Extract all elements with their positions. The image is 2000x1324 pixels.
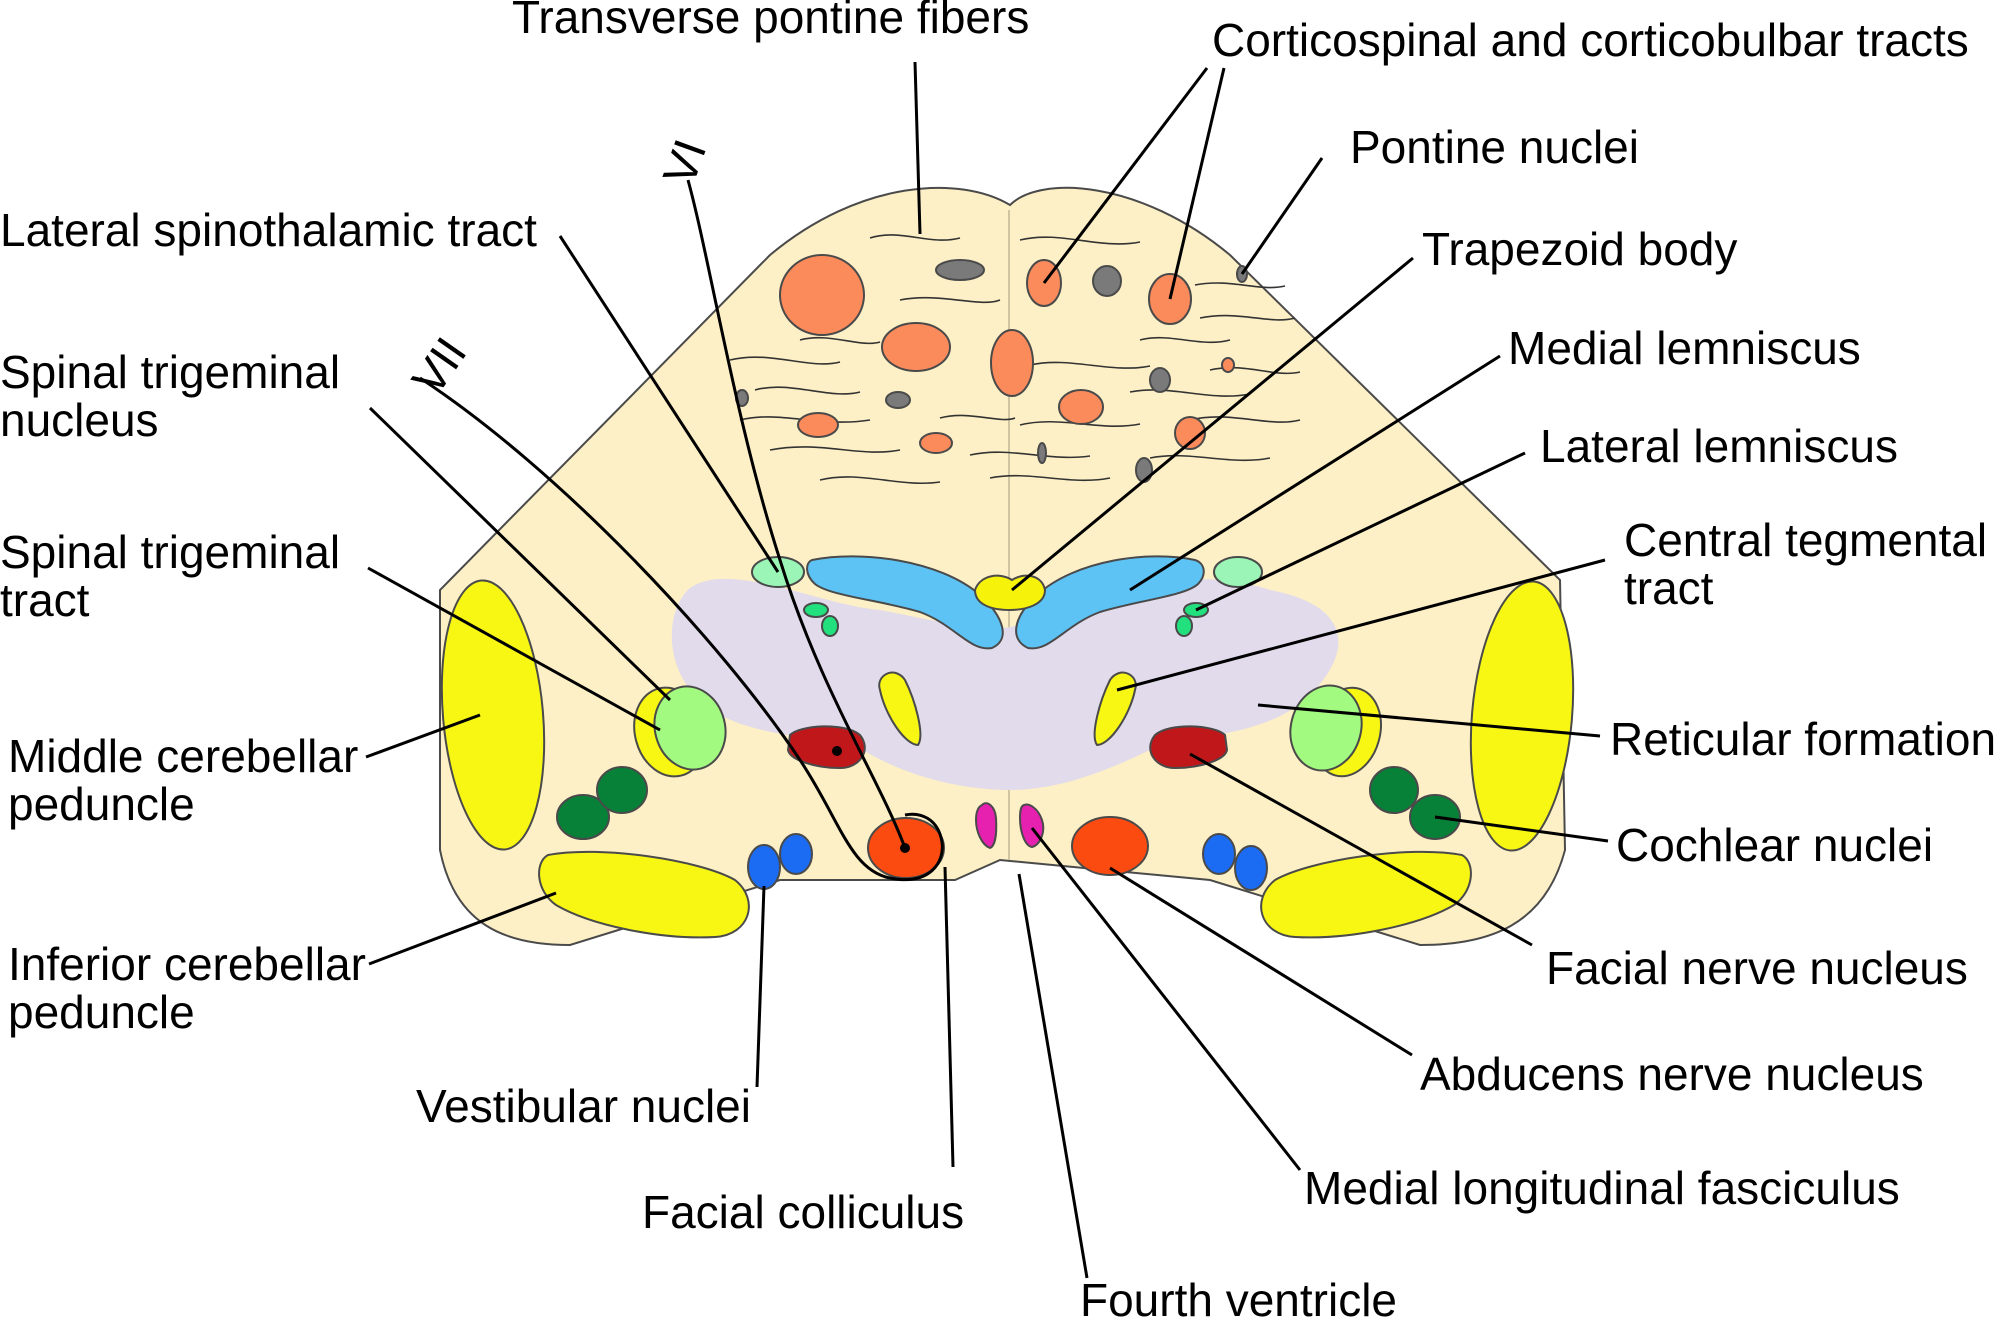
pontine-nucleus — [1221, 357, 1235, 373]
transverse-pontine-fibers — [729, 234, 1301, 485]
label-lateral-spinothalamic-tract: Lateral spinothalamic tract — [0, 204, 537, 256]
label-vestibular-nuclei: Vestibular nuclei — [416, 1080, 751, 1132]
lateral-lemniscus — [1175, 615, 1193, 637]
grey-nucleus — [1149, 367, 1171, 393]
label-inferior-cerebellar-peduncle: Inferior cerebellar peduncle — [8, 938, 379, 1038]
grey-nucleus — [935, 259, 985, 281]
label-central-tegmental-tract: Central tegmental tract — [1624, 514, 2000, 614]
spinal-trigeminal-nucleus-left — [653, 685, 727, 771]
inferior-cerebellar-peduncle-right — [1260, 850, 1472, 939]
spinal-trigeminal-nucleus-right — [1289, 684, 1363, 772]
label-middle-cerebellar-peduncle: Middle cerebellar peduncle — [8, 730, 371, 830]
label-trapezoid-body: Trapezoid body — [1422, 223, 1737, 275]
grey-nucleus — [1092, 265, 1122, 297]
abducens-nerve-vi — [686, 179, 907, 849]
label-transverse-pontine-fibers: Transverse pontine fibers — [512, 0, 1029, 43]
cochlear-nucleus — [596, 766, 648, 814]
label-cochlear-nuclei: Cochlear nuclei — [1616, 819, 1933, 871]
label-medial-longitudinal-fasciculus: Medial longitudinal fasciculus — [1304, 1162, 1900, 1214]
vestibular-nucleus — [1234, 845, 1268, 891]
label-spinal-trigeminal-nucleus: Spinal trigeminal nucleus — [0, 346, 353, 446]
facial-nerve-nucleus-right — [1149, 725, 1229, 770]
pontine-nucleus — [797, 412, 839, 438]
label-spinal-trigeminal-tract: Spinal trigeminal tract — [0, 526, 353, 626]
facial-nerve-vii-loop — [419, 376, 944, 881]
grey-nucleus — [1135, 457, 1153, 483]
abducens-nerve-nucleus-right — [1071, 816, 1149, 876]
middle-cerebellar-peduncle-left — [440, 579, 546, 851]
nerve-vii-label: VII — [402, 328, 477, 404]
nerve-dot — [900, 843, 910, 853]
label-lateral-lemniscus: Lateral lemniscus — [1540, 420, 1898, 472]
central-tegmental-left — [878, 671, 922, 747]
grey-nucleus — [1037, 442, 1047, 464]
vestibular-nucleus — [779, 833, 813, 875]
pontine-nucleus — [779, 254, 865, 336]
vestibular-nucleus — [747, 844, 781, 890]
grey-nucleus — [885, 391, 911, 409]
label-abducens-nerve-nucleus: Abducens nerve nucleus — [1420, 1048, 1924, 1100]
label-medial-lemniscus: Medial lemniscus — [1508, 322, 1861, 374]
trapezoid-body-shape — [973, 574, 1047, 612]
cochlear-nucleus — [556, 794, 610, 840]
lateral-lemniscus — [821, 615, 839, 637]
nerve-dot — [832, 746, 842, 756]
medial-lemniscus-left — [806, 555, 1004, 650]
middle-cerebellar-peduncle-right — [1469, 580, 1575, 852]
grey-nuclei-group — [735, 259, 1248, 483]
label-fourth-ventricle: Fourth ventricle — [1080, 1274, 1397, 1324]
lateral-spinothalamic-right — [1213, 556, 1263, 588]
medial-lemniscus-right — [1015, 555, 1205, 650]
lateral-lemniscus — [803, 602, 829, 618]
label-facial-nerve-nucleus: Facial nerve nucleus — [1546, 942, 1968, 994]
pontine-nucleus — [990, 329, 1034, 397]
pontine-nucleus — [1174, 416, 1206, 450]
mlf-left — [974, 802, 998, 850]
nerve-vi-label: VI — [653, 133, 717, 192]
pontine-nucleus — [919, 432, 953, 454]
label-reticular-formation: Reticular formation — [1610, 713, 1996, 765]
central-tegmental-right — [1093, 671, 1137, 747]
pontine-nucleus — [881, 322, 951, 372]
label-facial-colliculus: Facial colliculus — [642, 1186, 964, 1238]
inferior-cerebellar-peduncle-left — [538, 850, 750, 939]
pons-outline — [439, 186, 1567, 947]
cochlear-nucleus — [1369, 766, 1419, 814]
label-corticospinal-corticobulbar-tracts: Corticospinal and corticobulbar tracts — [1212, 14, 1969, 66]
leader-lines — [365, 61, 1609, 1279]
label-pontine-nuclei: Pontine nuclei — [1350, 121, 1639, 173]
pontine-nucleus — [1058, 389, 1104, 425]
vestibular-nucleus — [1202, 833, 1236, 875]
